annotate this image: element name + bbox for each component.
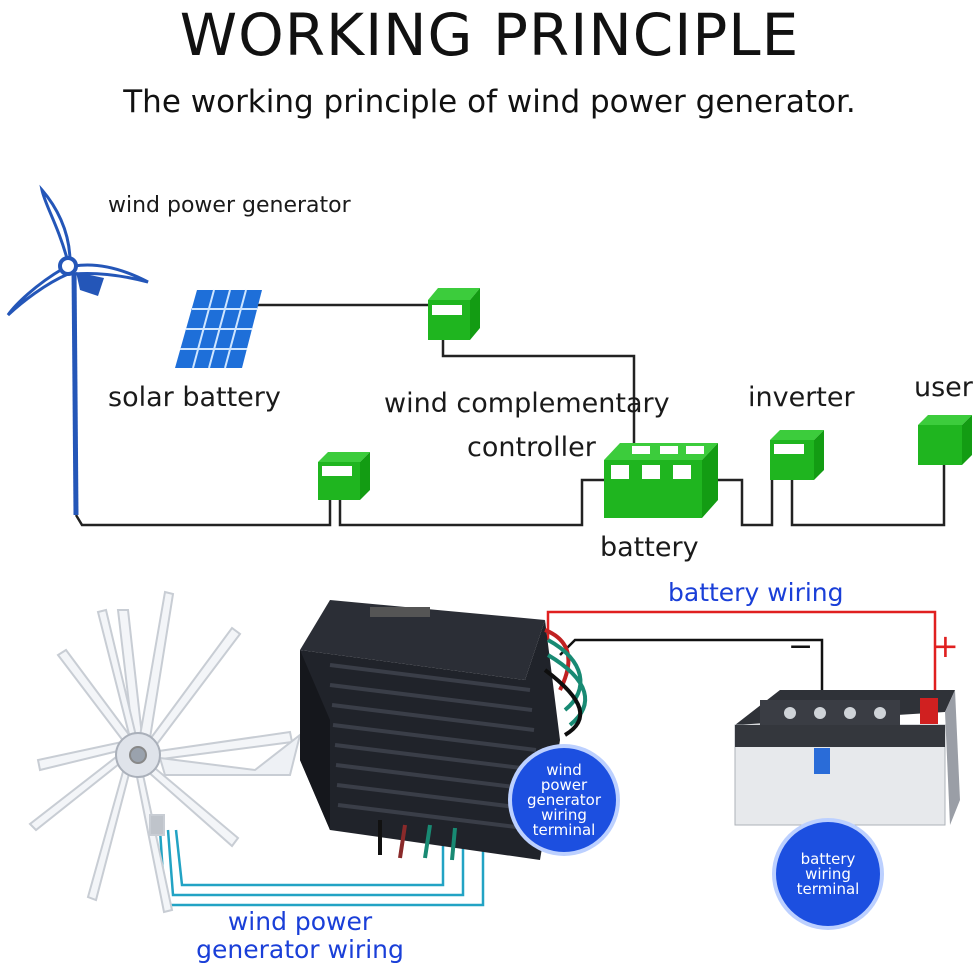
controller-to-battery-wire [441, 338, 636, 462]
box-to-battery-wire [338, 478, 606, 527]
charge-box-icon [318, 452, 370, 500]
turbine-to-box-wire [74, 498, 332, 527]
controller-label-line2: controller [467, 432, 596, 463]
battery-terminal-text: battery wiring terminal [796, 849, 860, 898]
battery-terminal-callout: battery wiring terminal [776, 822, 880, 926]
minus-sign: − [788, 629, 814, 664]
inverter-box-icon [770, 430, 824, 480]
solar-battery-label: solar battery [108, 382, 281, 413]
wind-terminal-text: wind power generator wiring terminal [526, 760, 602, 839]
wind-wiring-label-line1: wind power [227, 907, 373, 936]
car-battery-illustration [734, 690, 960, 826]
plus-sign: + [932, 627, 959, 665]
battery-to-inverter-wire [718, 478, 774, 527]
controller-label-line1: wind complementary [384, 388, 670, 419]
controller-box-icon [428, 288, 480, 340]
wind-terminal-callout: wind power generator wiring terminal [512, 748, 616, 852]
controller-heatsink-illustration [300, 600, 588, 861]
wind-wiring-label-line2: generator wiring [196, 935, 404, 964]
battery-wiring-label: battery wiring [668, 578, 844, 607]
schematic-wires [74, 303, 946, 527]
wind-turbine-icon [6, 184, 149, 516]
user-box-icon [918, 415, 972, 465]
page-subtitle: The working principle of wind power gene… [123, 84, 856, 120]
page-title: WORKING PRINCIPLE [179, 1, 800, 69]
inverter-label: inverter [748, 382, 855, 413]
wind-power-generator-label: wind power generator [108, 193, 351, 218]
user-label: user [914, 372, 973, 403]
battery-label: battery [600, 532, 699, 563]
red-battery-wire [546, 610, 937, 700]
inverter-to-user-wire [790, 465, 946, 527]
battery-icon [604, 443, 718, 518]
solar-panel-icon [175, 289, 262, 369]
white-turbine-illustration [28, 590, 302, 914]
